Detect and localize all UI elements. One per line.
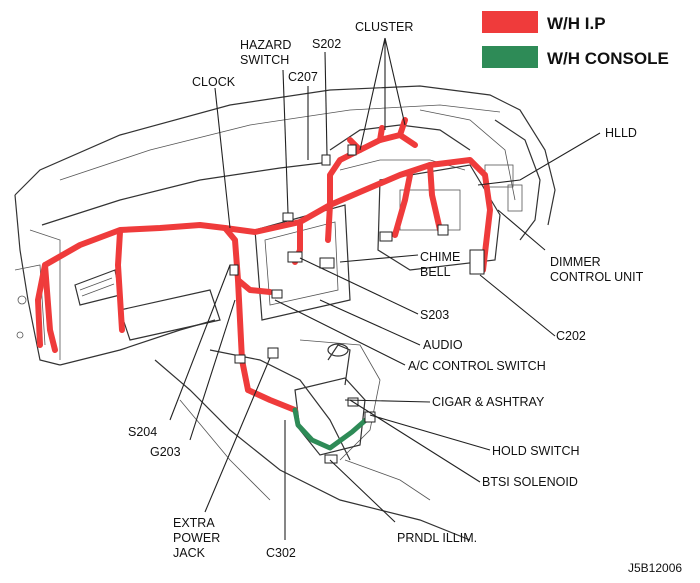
label-extra-3: JACK xyxy=(173,546,206,560)
connectors xyxy=(229,144,485,464)
legend-label-console: W/H CONSOLE xyxy=(547,49,669,68)
label-hlld: HLLD xyxy=(605,126,637,140)
legend-swatch-ip xyxy=(482,11,538,33)
label-dimmer-1: DIMMER xyxy=(550,255,601,269)
component-labels: CLUSTER HAZARD SWITCH S202 C207 CLOCK HL… xyxy=(128,20,682,575)
label-audio: AUDIO xyxy=(423,338,463,352)
label-clock: CLOCK xyxy=(192,75,236,89)
legend-label-ip: W/H I.P xyxy=(547,14,606,33)
figure-code: J5B12006 xyxy=(628,561,682,575)
label-extra-1: EXTRA xyxy=(173,516,215,530)
label-s204: S204 xyxy=(128,425,157,439)
label-hold: HOLD SWITCH xyxy=(492,444,580,458)
label-s203: S203 xyxy=(420,308,449,322)
legend: W/H I.P W/H CONSOLE xyxy=(482,11,669,68)
leader-lines xyxy=(169,37,601,540)
label-extra-2: POWER xyxy=(173,531,220,545)
label-c202: C202 xyxy=(556,329,586,343)
label-chime-1: CHIME xyxy=(420,250,460,264)
harness-console xyxy=(292,407,371,451)
label-hazard-1: HAZARD xyxy=(240,38,291,52)
label-cigar: CIGAR & ASHTRAY xyxy=(432,395,545,409)
label-ac: A/C CONTROL SWITCH xyxy=(408,359,546,373)
label-c302: C302 xyxy=(266,546,296,560)
label-dimmer-2: CONTROL UNIT xyxy=(550,270,644,284)
label-chime-2: BELL xyxy=(420,265,451,279)
label-c207: C207 xyxy=(288,70,318,84)
label-btsi: BTSI SOLENOID xyxy=(482,475,578,489)
label-hazard-2: SWITCH xyxy=(240,53,289,67)
label-s202: S202 xyxy=(312,37,341,51)
legend-swatch-console xyxy=(482,46,538,68)
label-prndl: PRNDL ILLIM. xyxy=(397,531,477,545)
label-cluster: CLUSTER xyxy=(355,20,413,34)
label-g203: G203 xyxy=(150,445,181,459)
